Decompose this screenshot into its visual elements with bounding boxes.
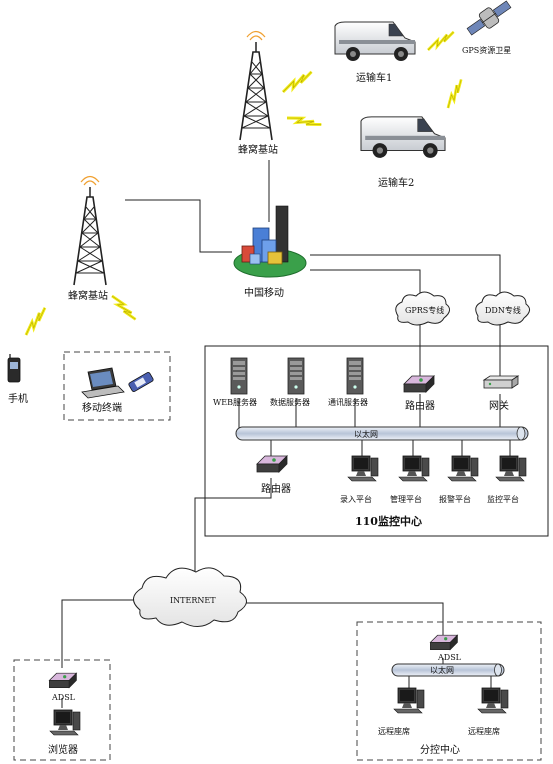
branch-center-frame xyxy=(356,621,542,761)
truck2-label: 运输车2 xyxy=(378,176,414,189)
adsl-right-label: ADSL xyxy=(437,653,462,662)
router-mid-label: 路由器 xyxy=(261,482,291,495)
ethernet-bus-main xyxy=(235,426,529,441)
router-mid-icon xyxy=(256,455,288,473)
monitor-platform-label: 监控平台 xyxy=(487,494,519,504)
satellite-icon xyxy=(466,0,512,36)
data-server-icon xyxy=(287,357,305,395)
mgmt-platform-icon xyxy=(398,455,430,482)
data-server-label: 数据服务器 xyxy=(270,397,310,407)
center-110-frame xyxy=(204,345,549,537)
entry-platform-icon xyxy=(347,455,379,482)
gprs-cloud-icon xyxy=(395,291,450,326)
adsl-right-icon xyxy=(429,634,458,651)
mobile-terminal-label: 移动终端 xyxy=(82,401,122,414)
browser-computer-icon xyxy=(49,709,81,736)
lightning-icon xyxy=(19,306,52,337)
connection-lines xyxy=(61,160,511,708)
mobile-terminal-frame xyxy=(63,351,171,421)
web-server-icon xyxy=(230,357,248,395)
ethernet-bus-branch xyxy=(391,663,505,677)
tower-left-label: 蜂窝基站 xyxy=(68,289,108,302)
center-110-title: 110监控中心 xyxy=(355,514,422,528)
mgmt-platform-label: 管理平台 xyxy=(390,494,422,504)
china-mobile-icon xyxy=(233,205,307,278)
alarm-platform-label: 报警平台 xyxy=(439,494,471,504)
pda-icon xyxy=(128,372,154,392)
ddn-label: DDN专线 xyxy=(485,305,521,315)
cell-tower-top-icon xyxy=(239,30,273,141)
lightning-icon xyxy=(423,30,458,52)
monitor-platform-icon xyxy=(495,455,527,482)
phone-icon xyxy=(7,354,21,383)
phone-label: 手机 xyxy=(8,392,28,405)
lightning-icon xyxy=(110,290,137,325)
internet-label: INTERNET xyxy=(170,596,216,605)
comm-server-label: 通讯服务器 xyxy=(328,397,368,407)
tower-top-label: 蜂窝基站 xyxy=(238,143,278,156)
adsl-left-label: ADSL xyxy=(51,693,76,702)
truck2-icon xyxy=(360,116,446,159)
china-mobile-label: 中国移动 xyxy=(244,286,284,299)
ddn-cloud-icon xyxy=(475,291,530,326)
internet-cloud-icon xyxy=(133,567,247,627)
alarm-platform-icon xyxy=(447,455,479,482)
gprs-label: GPRS专线 xyxy=(405,305,444,315)
branch-center-label: 分控中心 xyxy=(420,743,460,756)
cell-tower-left-icon xyxy=(73,175,107,286)
gateway-icon xyxy=(482,375,520,389)
web-server-label: WEB服务器 xyxy=(213,397,257,407)
lightning-icon xyxy=(278,70,317,94)
laptop-icon xyxy=(81,367,125,399)
ethernet-main-label: 以太网 xyxy=(354,429,378,439)
router-top-label: 路由器 xyxy=(405,399,435,412)
remote-seat1-label: 远程座席 xyxy=(378,726,410,736)
comm-server-icon xyxy=(346,357,364,395)
satellite-label: GPS资源卫星 xyxy=(462,45,511,55)
adsl-left-icon xyxy=(48,672,77,689)
gateway-label: 网关 xyxy=(489,399,509,412)
remote-seat1-icon xyxy=(393,687,425,714)
ethernet-branch-label: 以太网 xyxy=(430,665,454,675)
entry-platform-label: 录入平台 xyxy=(340,494,372,504)
lightning-icon xyxy=(285,109,323,134)
lightning-icon xyxy=(440,78,469,110)
truck1-label: 运输车1 xyxy=(356,71,392,84)
router-top-icon xyxy=(403,375,435,393)
remote-seat2-label: 远程座席 xyxy=(468,726,500,736)
browser-frame xyxy=(13,659,111,761)
browser-label: 浏览器 xyxy=(48,743,78,756)
remote-seat2-icon xyxy=(477,687,509,714)
truck1-icon xyxy=(334,21,416,62)
